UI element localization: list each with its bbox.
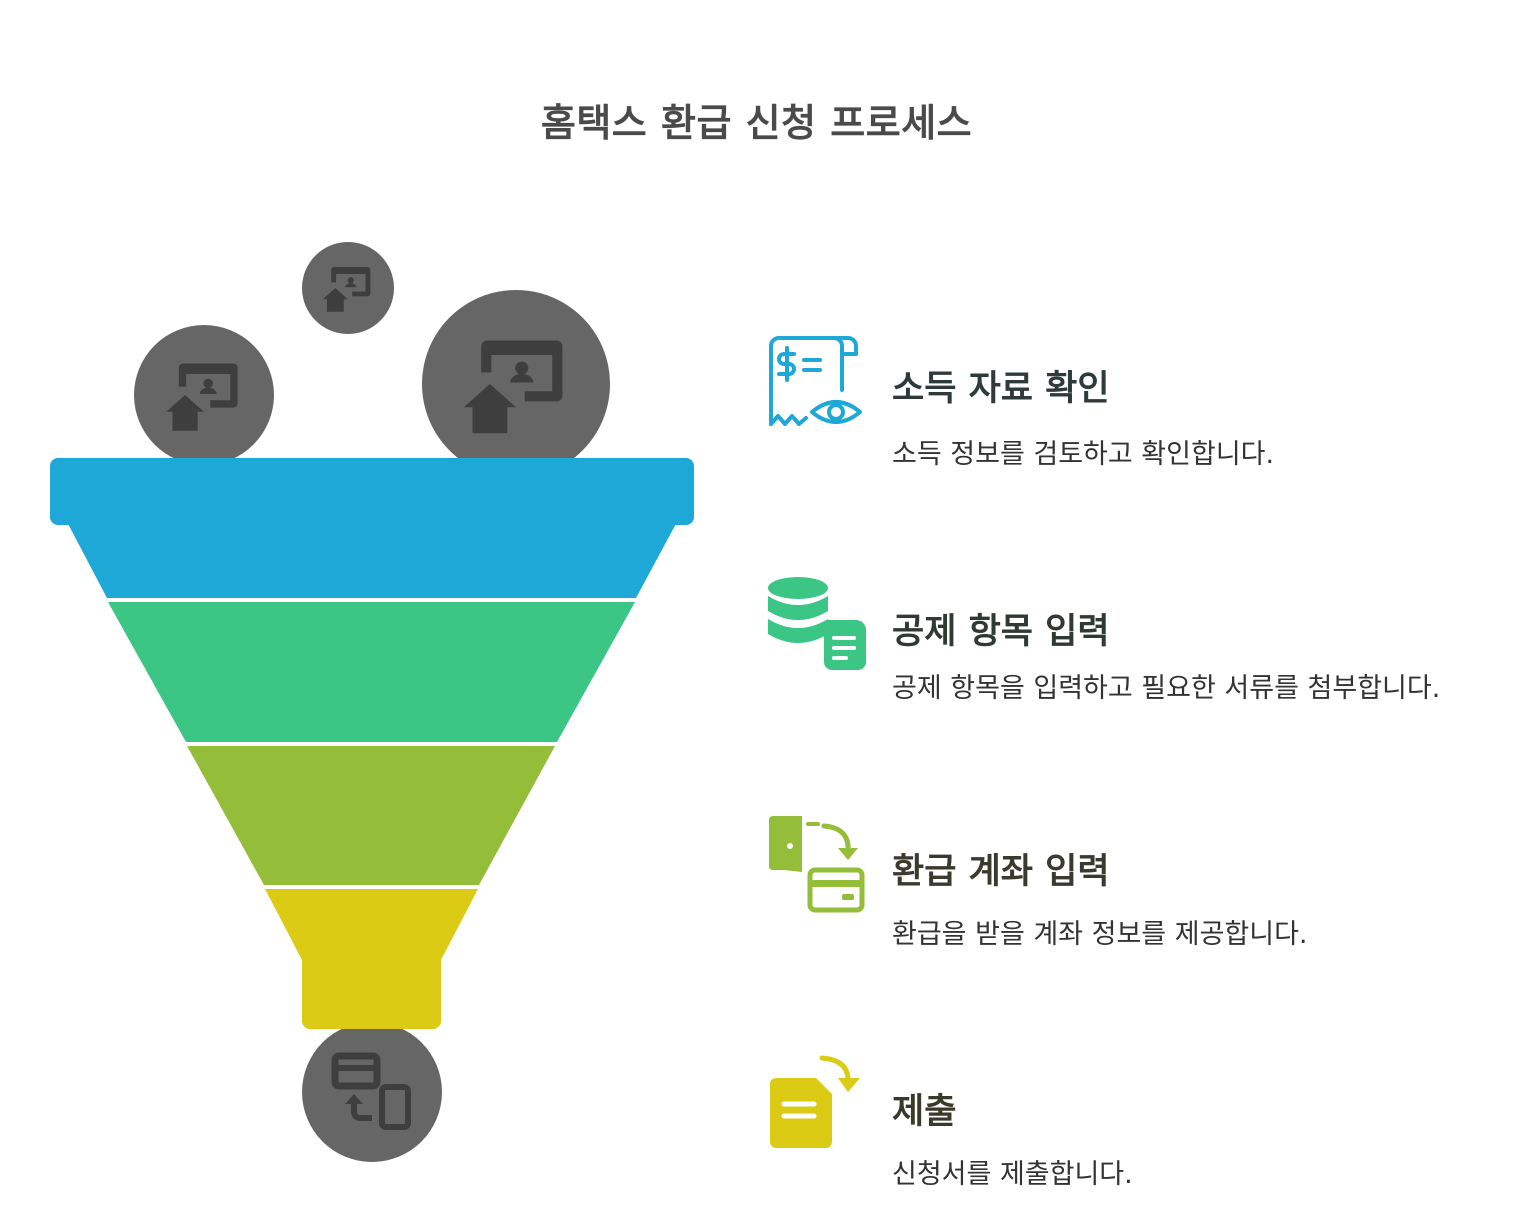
step-2-description: 공제 항목을 입력하고 필요한 서류를 첨부합니다. <box>892 673 1441 704</box>
home-screen-icon <box>322 267 371 312</box>
step-4-description: 신청서를 제출합니다. <box>892 1159 1133 1190</box>
step-1-title: 소득 자료 확인 <box>892 369 1110 409</box>
home-screen-icon <box>463 340 563 434</box>
page-title: 홈택스 환급 신청 프로세스 <box>540 101 973 145</box>
input-circle-large <box>422 290 610 478</box>
document-arrow-icon <box>766 1054 866 1154</box>
output-circle <box>302 1022 442 1162</box>
step-3-title: 환급 계좌 입력 <box>892 852 1110 892</box>
step-3-description: 환급을 받을 계좌 정보를 제공합니다. <box>892 919 1308 950</box>
home-screen-icon <box>166 363 238 431</box>
database-document-icon <box>766 574 866 674</box>
funnel-layer-4 <box>265 889 478 1029</box>
door-card-icon <box>766 814 866 914</box>
receipt-eye-icon <box>766 334 866 434</box>
funnel-layer-3 <box>187 746 555 885</box>
funnel-layer-2 <box>108 602 635 742</box>
card-phone-icon <box>331 1052 411 1130</box>
funnel-layer-1 <box>50 458 694 598</box>
input-circle-small <box>302 242 394 334</box>
input-circle-left <box>134 325 274 465</box>
step-2-title: 공제 항목 입력 <box>892 612 1110 652</box>
step-4-title: 제출 <box>892 1092 957 1132</box>
step-1-description: 소득 정보를 검토하고 확인합니다. <box>892 439 1275 470</box>
